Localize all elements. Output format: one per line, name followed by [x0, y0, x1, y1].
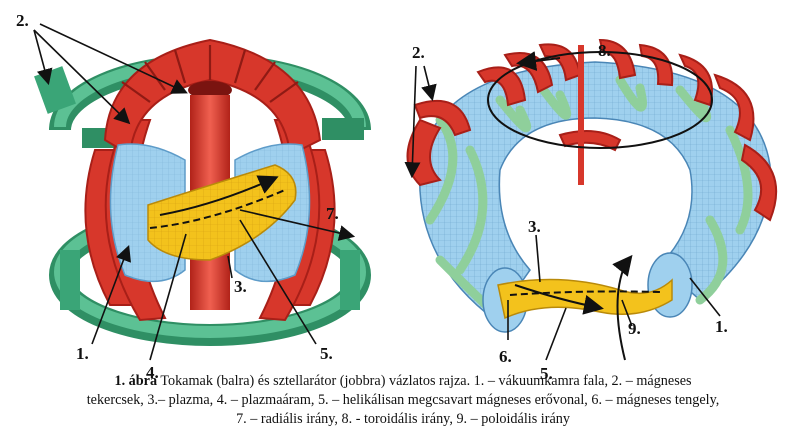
label-coils-right: 2. [412, 43, 425, 62]
stellarator [404, 38, 778, 361]
caption-figure-label: 1. ábra [114, 373, 158, 389]
label-magnetic-axis: 6. [499, 347, 512, 366]
tokamak [33, 23, 371, 361]
stellarator-coils [406, 38, 778, 222]
stellarator-toroidal-marker [578, 45, 584, 185]
tokamak-stellarator-illustration [33, 23, 778, 361]
label-plasma-right: 3. [528, 217, 541, 236]
stellarator-leader-lines [404, 65, 721, 361]
label-vessel-right: 1. [715, 317, 728, 336]
label-radial-direction: 7. [326, 204, 339, 223]
label-field-line-right: 5. [540, 364, 553, 383]
tokamak-leader-lines [33, 23, 356, 361]
label-coils-left: 2. [16, 11, 29, 30]
caption-line-1: 1. ábra Tokamak (balra) és sztellarátor … [8, 372, 798, 391]
figure-caption: 1. ábra Tokamak (balra) és sztellarátor … [8, 372, 798, 429]
label-toroidal-direction: 8. [598, 41, 611, 60]
caption-line-3: 7. – radiális irány, 8. - toroidális irá… [236, 411, 570, 427]
label-vessel-left: 1. [76, 344, 89, 363]
caption-line-2: tekercsek, 3.– plazma, 4. – plazmaáram, … [86, 392, 720, 408]
label-plasma-current: 4. [146, 363, 159, 382]
label-field-line-left: 5. [320, 344, 333, 363]
label-plasma-left: 3. [234, 277, 247, 296]
label-poloidal-direction: 9. [628, 319, 641, 338]
stellarator-plasma [497, 278, 673, 320]
caption-text-1: Tokamak (balra) és sztellarátor (jobbra)… [157, 373, 692, 389]
toroidal-direction-arrow [487, 51, 713, 149]
